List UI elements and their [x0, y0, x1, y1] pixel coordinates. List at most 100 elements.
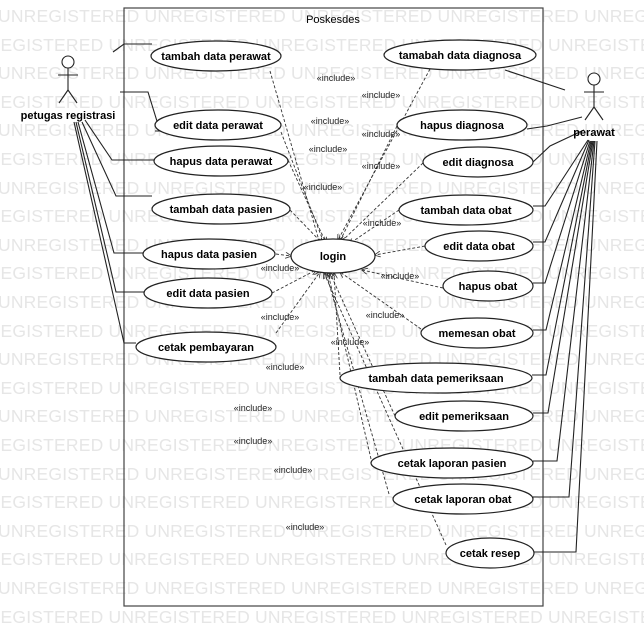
usecase-label: hapus data pasien	[161, 249, 257, 261]
include-label: «include»	[311, 116, 350, 126]
usecase-label: hapus obat	[459, 281, 518, 293]
include-label: «include»	[309, 144, 348, 154]
usecase-hapus-diagnosa[interactable]: hapus diagnosa	[396, 109, 528, 141]
usecase-cetak-resep[interactable]: cetak resep	[445, 537, 535, 569]
usecase-label: tambah data obat	[420, 205, 511, 217]
include-arrow-edit-pemeriksaan	[330, 273, 396, 417]
include-label: «include»	[234, 436, 273, 446]
usecase-cetak-pembayaran[interactable]: cetak pembayaran	[135, 331, 277, 363]
association-line	[533, 140, 592, 331]
actor-label-perawat: perawat	[573, 127, 615, 139]
association-line	[532, 140, 593, 376]
usecase-edit-data-pasien[interactable]: edit data pasien	[143, 277, 273, 309]
include-arrow-cetak-laporan-pasien	[328, 273, 372, 460]
actor-perawat[interactable]: perawat	[573, 72, 615, 139]
association-line	[77, 121, 143, 254]
include-label: «include»	[381, 271, 420, 281]
include-label: «include»	[304, 182, 343, 192]
association-line	[534, 140, 598, 553]
include-label: «include»	[286, 522, 325, 532]
usecase-cetak-laporan-pasien[interactable]: cetak laporan pasien	[370, 447, 534, 479]
include-label: «include»	[362, 161, 401, 171]
usecase-hapus-data-pasien[interactable]: hapus data pasien	[142, 238, 276, 270]
usecase-edit-data-obat[interactable]: edit data obat	[424, 230, 534, 262]
usecase-label: edit data pasien	[166, 288, 249, 300]
include-arrow-tambah-data-perawat	[269, 70, 320, 244]
association-line	[533, 139, 589, 207]
usecase-label: memesan obat	[438, 328, 515, 340]
usecase-label: cetak pembayaran	[158, 342, 254, 354]
watermark-text: UNREGISTERED UNREGISTERED UNREGISTERED U…	[0, 177, 644, 198]
usecase-tambah-data-pasien[interactable]: tambah data pasien	[151, 193, 291, 225]
include-arrow-hapus-data-pasien	[275, 254, 291, 256]
include-arrow-tambah-data-obat	[349, 209, 400, 244]
include-arrow-memesan-obat	[340, 272, 422, 330]
include-label: «include»	[331, 337, 370, 347]
include-label: «include»	[261, 312, 300, 322]
usecase-label: hapus diagnosa	[420, 120, 505, 132]
actor-petugas-registrasi[interactable]: petugas registrasi	[21, 55, 116, 122]
include-label: «include»	[362, 90, 401, 100]
usecase-label: edit diagnosa	[443, 157, 515, 169]
usecase-label: cetak laporan obat	[414, 494, 512, 506]
association-line	[533, 140, 591, 284]
usecase-label: tambah data perawat	[161, 51, 271, 63]
usecase-label: edit pemeriksaan	[419, 411, 509, 423]
include-arrow-cetak-pembayaran	[275, 272, 320, 334]
usecase-tambah-data-pemeriksaan[interactable]: tambah data pemeriksaan	[339, 362, 533, 394]
include-arrow-edit-data-pasien	[271, 270, 316, 294]
system-title: Poskesdes	[306, 14, 360, 26]
watermark-text: UNREGISTERED UNREGISTERED UNREGISTERED U…	[0, 520, 644, 541]
usecase-tamabah-data-diagnosa[interactable]: tamabah data diagnosa	[383, 39, 537, 71]
include-arrow-hapus-obat	[362, 270, 444, 289]
association-line	[75, 121, 144, 293]
association-line	[526, 116, 583, 130]
usecase-edit-data-perawat[interactable]: edit data perawat	[154, 109, 282, 141]
system-boundary	[123, 7, 544, 607]
association-line	[73, 121, 136, 344]
usecase-hapus-obat[interactable]: hapus obat	[442, 270, 534, 302]
association-line	[81, 121, 152, 197]
include-label: «include»	[366, 310, 405, 320]
include-arrow-cetak-laporan-obat	[326, 273, 390, 495]
watermark-text: UNREGISTERED UNREGISTERED UNREGISTERED U…	[0, 606, 644, 627]
include-label: «include»	[234, 403, 273, 413]
include-arrow-hapus-diagnosa	[340, 125, 398, 241]
usecase-label: cetak resep	[460, 548, 521, 560]
include-label: «include»	[274, 465, 313, 475]
usecase-label: login	[320, 251, 347, 263]
association-line	[533, 140, 594, 414]
usecase-label: edit data perawat	[173, 120, 263, 132]
usecase-label: cetak laporan pasien	[398, 458, 507, 470]
usecase-login[interactable]: login	[290, 238, 376, 274]
watermark-text: UNREGISTERED UNREGISTERED UNREGISTERED U…	[0, 6, 644, 26]
usecase-hapus-data-perawat[interactable]: hapus data perawat	[153, 145, 289, 177]
usecase-memesan-obat[interactable]: memesan obat	[420, 317, 534, 349]
usecase-label: edit data obat	[443, 241, 515, 253]
include-label: «include»	[362, 129, 401, 139]
include-arrow-tambah-data-pemeriksaan	[334, 273, 341, 376]
association-line	[120, 91, 161, 132]
include-arrow-edit-diagnosa	[341, 162, 424, 242]
usecase-tambah-data-perawat[interactable]: tambah data perawat	[150, 40, 282, 72]
include-arrow-hapus-data-perawat	[287, 159, 326, 243]
include-arrow-edit-data-obat	[375, 245, 426, 255]
usecase-cetak-laporan-obat[interactable]: cetak laporan obat	[392, 483, 534, 515]
watermark-text: UNREGISTERED UNREGISTERED UNREGISTERED U…	[0, 578, 644, 598]
usecase-edit-diagnosa[interactable]: edit diagnosa	[422, 146, 534, 178]
include-label: «include»	[317, 73, 356, 83]
usecase-label: hapus data perawat	[170, 156, 273, 168]
usecase-label: tamabah data diagnosa	[399, 50, 522, 62]
include-arrow-tamabah-data-diagnosa	[338, 68, 431, 240]
usecase-label: tambah data pemeriksaan	[368, 373, 503, 385]
usecase-label: tambah data pasien	[170, 204, 273, 216]
actor-label-petugas-registrasi: petugas registrasi	[21, 110, 116, 122]
watermark-text: UNREGISTERED UNREGISTERED UNREGISTERED U…	[0, 91, 644, 112]
usecase-tambah-data-obat[interactable]: tambah data obat	[398, 194, 534, 226]
include-label: «include»	[266, 362, 305, 372]
usecase-edit-pemeriksaan[interactable]: edit pemeriksaan	[394, 400, 534, 432]
association-line	[533, 139, 590, 243]
association-line	[84, 119, 154, 161]
